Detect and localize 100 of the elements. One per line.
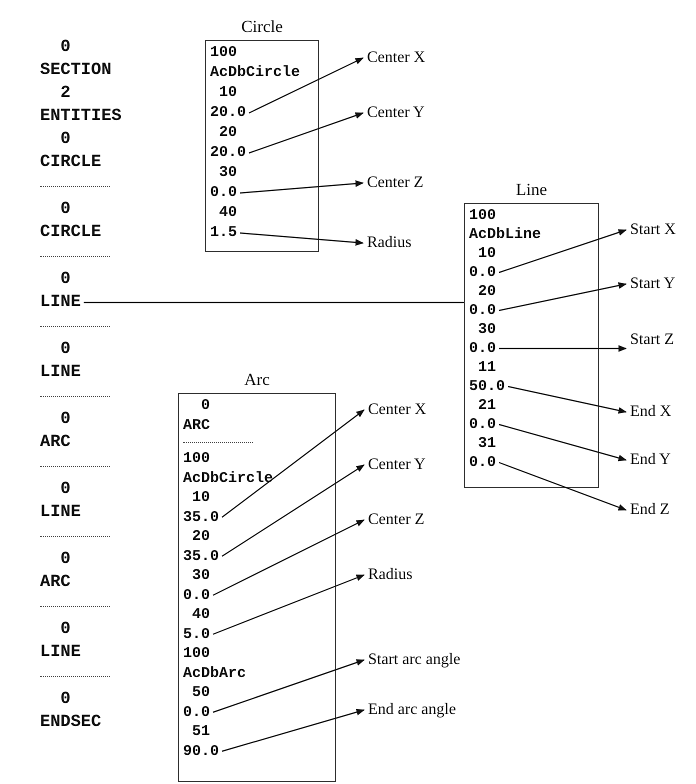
field-label: End X bbox=[630, 403, 672, 421]
field-label: Start arc angle bbox=[368, 651, 460, 669]
field-label: Center X bbox=[368, 401, 426, 419]
field-label: End Z bbox=[630, 501, 670, 519]
group-value: 0.0 bbox=[469, 453, 496, 472]
group-value: ENDSEC bbox=[40, 711, 102, 734]
group-code: 0 bbox=[40, 548, 71, 571]
group-code: 10 bbox=[210, 83, 237, 103]
arrow bbox=[498, 229, 627, 274]
group-value: 20.0 bbox=[210, 143, 246, 163]
group-value: 35.0 bbox=[183, 546, 220, 566]
group-code: 100 bbox=[469, 206, 496, 225]
group-code: 40 bbox=[183, 605, 210, 624]
field-label: End arc angle bbox=[368, 701, 456, 719]
field-label: Center Z bbox=[368, 511, 424, 529]
group-value: LINE bbox=[40, 501, 81, 524]
group-value: AcDbLine bbox=[469, 225, 542, 244]
group-code: 0 bbox=[40, 478, 71, 501]
field-label: Center X bbox=[367, 49, 426, 67]
group-code: 51 bbox=[183, 722, 210, 742]
field-label: End Y bbox=[630, 451, 671, 469]
group-value: ENTITIES bbox=[40, 105, 122, 128]
group-value: AcDbCircle bbox=[210, 63, 300, 83]
field-label: Start Z bbox=[630, 331, 674, 349]
group-code: 0 bbox=[40, 688, 71, 711]
group-code: 0 bbox=[40, 198, 71, 221]
group-code: 11 bbox=[469, 358, 496, 377]
group-value: ARC bbox=[40, 571, 71, 594]
group-value: AcDbArc bbox=[183, 664, 246, 683]
arrow bbox=[222, 708, 365, 752]
group-value: 50.0 bbox=[469, 377, 506, 396]
arrow bbox=[248, 57, 364, 114]
group-code: 50 bbox=[183, 683, 210, 702]
group-value: LINE bbox=[40, 361, 81, 384]
arrow bbox=[240, 232, 364, 246]
group-code: 40 bbox=[210, 203, 237, 223]
connector-line bbox=[84, 302, 464, 304]
group-value: SECTION bbox=[40, 59, 112, 82]
group-code: 0 bbox=[40, 268, 71, 291]
group-value: LINE bbox=[40, 641, 81, 664]
group-code: 100 bbox=[183, 644, 210, 664]
group-code: 20 bbox=[183, 527, 210, 546]
group-value: 0.0 bbox=[469, 263, 496, 282]
group-value: 0.0 bbox=[469, 301, 496, 320]
field-label: Center Z bbox=[367, 174, 424, 192]
field-label: Radius bbox=[367, 234, 412, 252]
field-label: Start Y bbox=[630, 275, 676, 293]
arrow bbox=[498, 462, 627, 511]
group-value: 20.0 bbox=[210, 103, 246, 123]
group-value: LINE bbox=[40, 291, 81, 314]
group-value: 0.0 bbox=[469, 415, 496, 434]
box-heading: Line bbox=[516, 179, 548, 201]
group-code: 0 bbox=[40, 408, 71, 431]
group-value: 0.0 bbox=[210, 183, 238, 203]
box-heading: Circle bbox=[241, 16, 283, 38]
group-code: 30 bbox=[210, 163, 237, 183]
arrow bbox=[212, 574, 365, 635]
group-value: 35.0 bbox=[183, 508, 220, 527]
field-label: Radius bbox=[368, 566, 412, 584]
group-code: 0 bbox=[40, 338, 71, 361]
group-code: 10 bbox=[183, 488, 210, 508]
group-value: 5.0 bbox=[183, 624, 210, 644]
group-value: 0.0 bbox=[183, 586, 210, 605]
group-code: 30 bbox=[183, 566, 210, 586]
group-value: ARC bbox=[40, 431, 71, 454]
group-code: 10 bbox=[469, 244, 496, 263]
group-code: 0 bbox=[183, 396, 210, 416]
group-code: 100 bbox=[210, 43, 237, 63]
group-value: 90.0 bbox=[183, 742, 220, 761]
arrow bbox=[508, 386, 627, 414]
group-code: 31 bbox=[469, 434, 496, 453]
box-heading: Arc bbox=[244, 369, 270, 391]
group-code: 0 bbox=[40, 618, 71, 641]
group-value: CIRCLE bbox=[40, 221, 102, 244]
arrow bbox=[499, 345, 627, 352]
group-code: 100 bbox=[183, 449, 210, 468]
group-value: 1.5 bbox=[210, 223, 238, 243]
group-code: 2 bbox=[40, 82, 71, 105]
field-label: Center Y bbox=[367, 104, 425, 122]
group-code: 20 bbox=[210, 123, 237, 143]
arrow bbox=[222, 410, 365, 518]
field-label: Center Y bbox=[368, 456, 426, 474]
group-value: ARC bbox=[183, 416, 210, 435]
group-value: 0.0 bbox=[469, 339, 496, 358]
arrow bbox=[248, 112, 364, 154]
arrow bbox=[498, 282, 627, 312]
group-value: CIRCLE bbox=[40, 151, 102, 174]
group-value: AcDbCircle bbox=[183, 468, 274, 488]
group-code: 0 bbox=[40, 36, 71, 59]
arrow bbox=[212, 519, 365, 596]
field-label: Start X bbox=[630, 221, 676, 239]
arrow bbox=[240, 180, 364, 194]
group-value: 0.0 bbox=[183, 702, 210, 722]
group-code: 0 bbox=[40, 128, 71, 151]
arrow bbox=[498, 424, 627, 462]
arrow bbox=[212, 659, 365, 713]
arrow bbox=[222, 464, 365, 557]
group-code: 20 bbox=[469, 282, 496, 301]
group-code: 30 bbox=[469, 320, 496, 339]
group-code: 21 bbox=[469, 396, 496, 415]
